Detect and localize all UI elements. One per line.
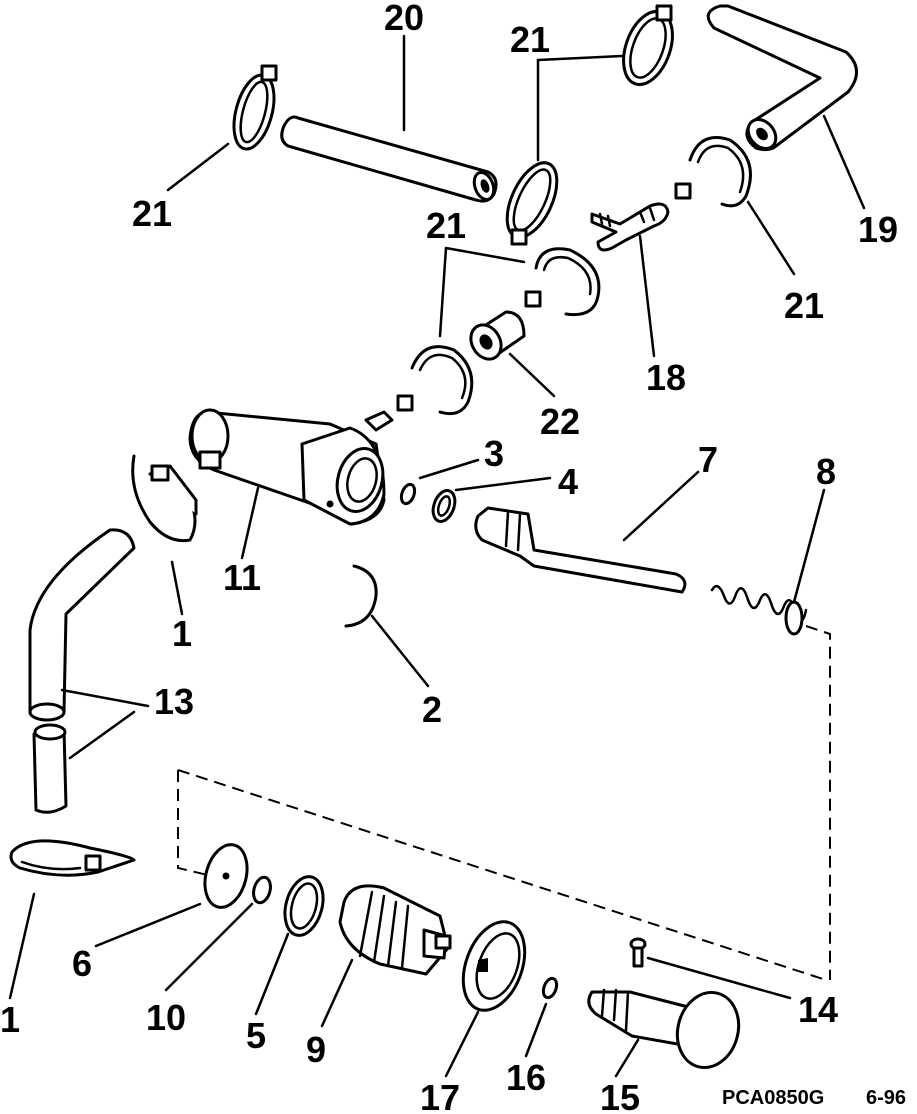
hose-13-upper — [28, 528, 136, 722]
tee-fitting-18 — [590, 202, 670, 252]
clamp-21-right — [674, 136, 752, 208]
callout-21-center: 21 — [426, 205, 466, 246]
clamp-21-center — [524, 247, 601, 317]
retaining-clip-2 — [344, 564, 378, 628]
leader-lines — [8, 34, 866, 1078]
callout-10: 10 — [146, 997, 186, 1038]
callout-7: 7 — [698, 439, 718, 480]
valve-housing-11 — [188, 408, 394, 526]
callout-16: 16 — [506, 1057, 546, 1098]
callout-18: 18 — [646, 357, 686, 398]
callout-3: 3 — [484, 433, 504, 474]
push-button-15 — [587, 988, 741, 1070]
o-ring-5 — [283, 875, 325, 937]
spring-8 — [710, 584, 808, 636]
o-ring-10 — [252, 875, 272, 905]
callout-9: 9 — [306, 1029, 326, 1070]
callout-21-top: 21 — [510, 19, 550, 60]
drawing-date: 6-96 — [866, 1087, 906, 1109]
clamp-21-top — [622, 4, 674, 86]
nut-17 — [461, 920, 527, 1012]
band-clamp-1-upper — [131, 454, 198, 543]
assembly-lines — [177, 625, 831, 981]
callout-1-upper: 1 — [172, 613, 192, 654]
hose-19 — [706, 4, 858, 152]
callout-17: 17 — [420, 1077, 460, 1114]
plunger-7 — [474, 506, 687, 594]
callout-8: 8 — [816, 451, 836, 492]
o-ring-4 — [431, 489, 457, 523]
callout-22: 22 — [540, 401, 580, 442]
callout-14: 14 — [798, 989, 838, 1030]
drawing-code: PCA0850G — [722, 1087, 824, 1109]
callout-2: 2 — [422, 689, 442, 730]
callout-21-right: 21 — [784, 285, 824, 326]
callout-13: 13 — [154, 681, 194, 722]
hose-13-lower — [32, 723, 68, 814]
hose-20 — [280, 115, 498, 203]
washer-6 — [203, 843, 249, 909]
valve-body-9 — [338, 884, 452, 976]
o-ring-3 — [399, 482, 417, 506]
o-ring-16 — [541, 976, 559, 1000]
callout-21-left: 21 — [132, 193, 172, 234]
callout-11: 11 — [223, 557, 261, 598]
callout-6: 6 — [72, 943, 92, 984]
callout-15: 15 — [600, 1077, 640, 1114]
callout-5: 5 — [246, 1015, 266, 1056]
screw-14 — [629, 937, 647, 968]
clamp-21-mid — [505, 161, 559, 246]
clamp-21-lower — [396, 345, 474, 416]
sleeve-22 — [469, 310, 526, 361]
clamp-21-left — [232, 64, 278, 151]
callout-labels: 20 21 21 21 19 21 18 22 3 4 7 8 11 1 2 1… — [0, 0, 898, 1114]
callout-4: 4 — [558, 461, 578, 502]
callout-19: 19 — [858, 209, 898, 250]
band-clamp-1-lower — [9, 839, 136, 877]
callout-1-lower: 1 — [0, 999, 20, 1040]
callout-20: 20 — [384, 0, 424, 38]
